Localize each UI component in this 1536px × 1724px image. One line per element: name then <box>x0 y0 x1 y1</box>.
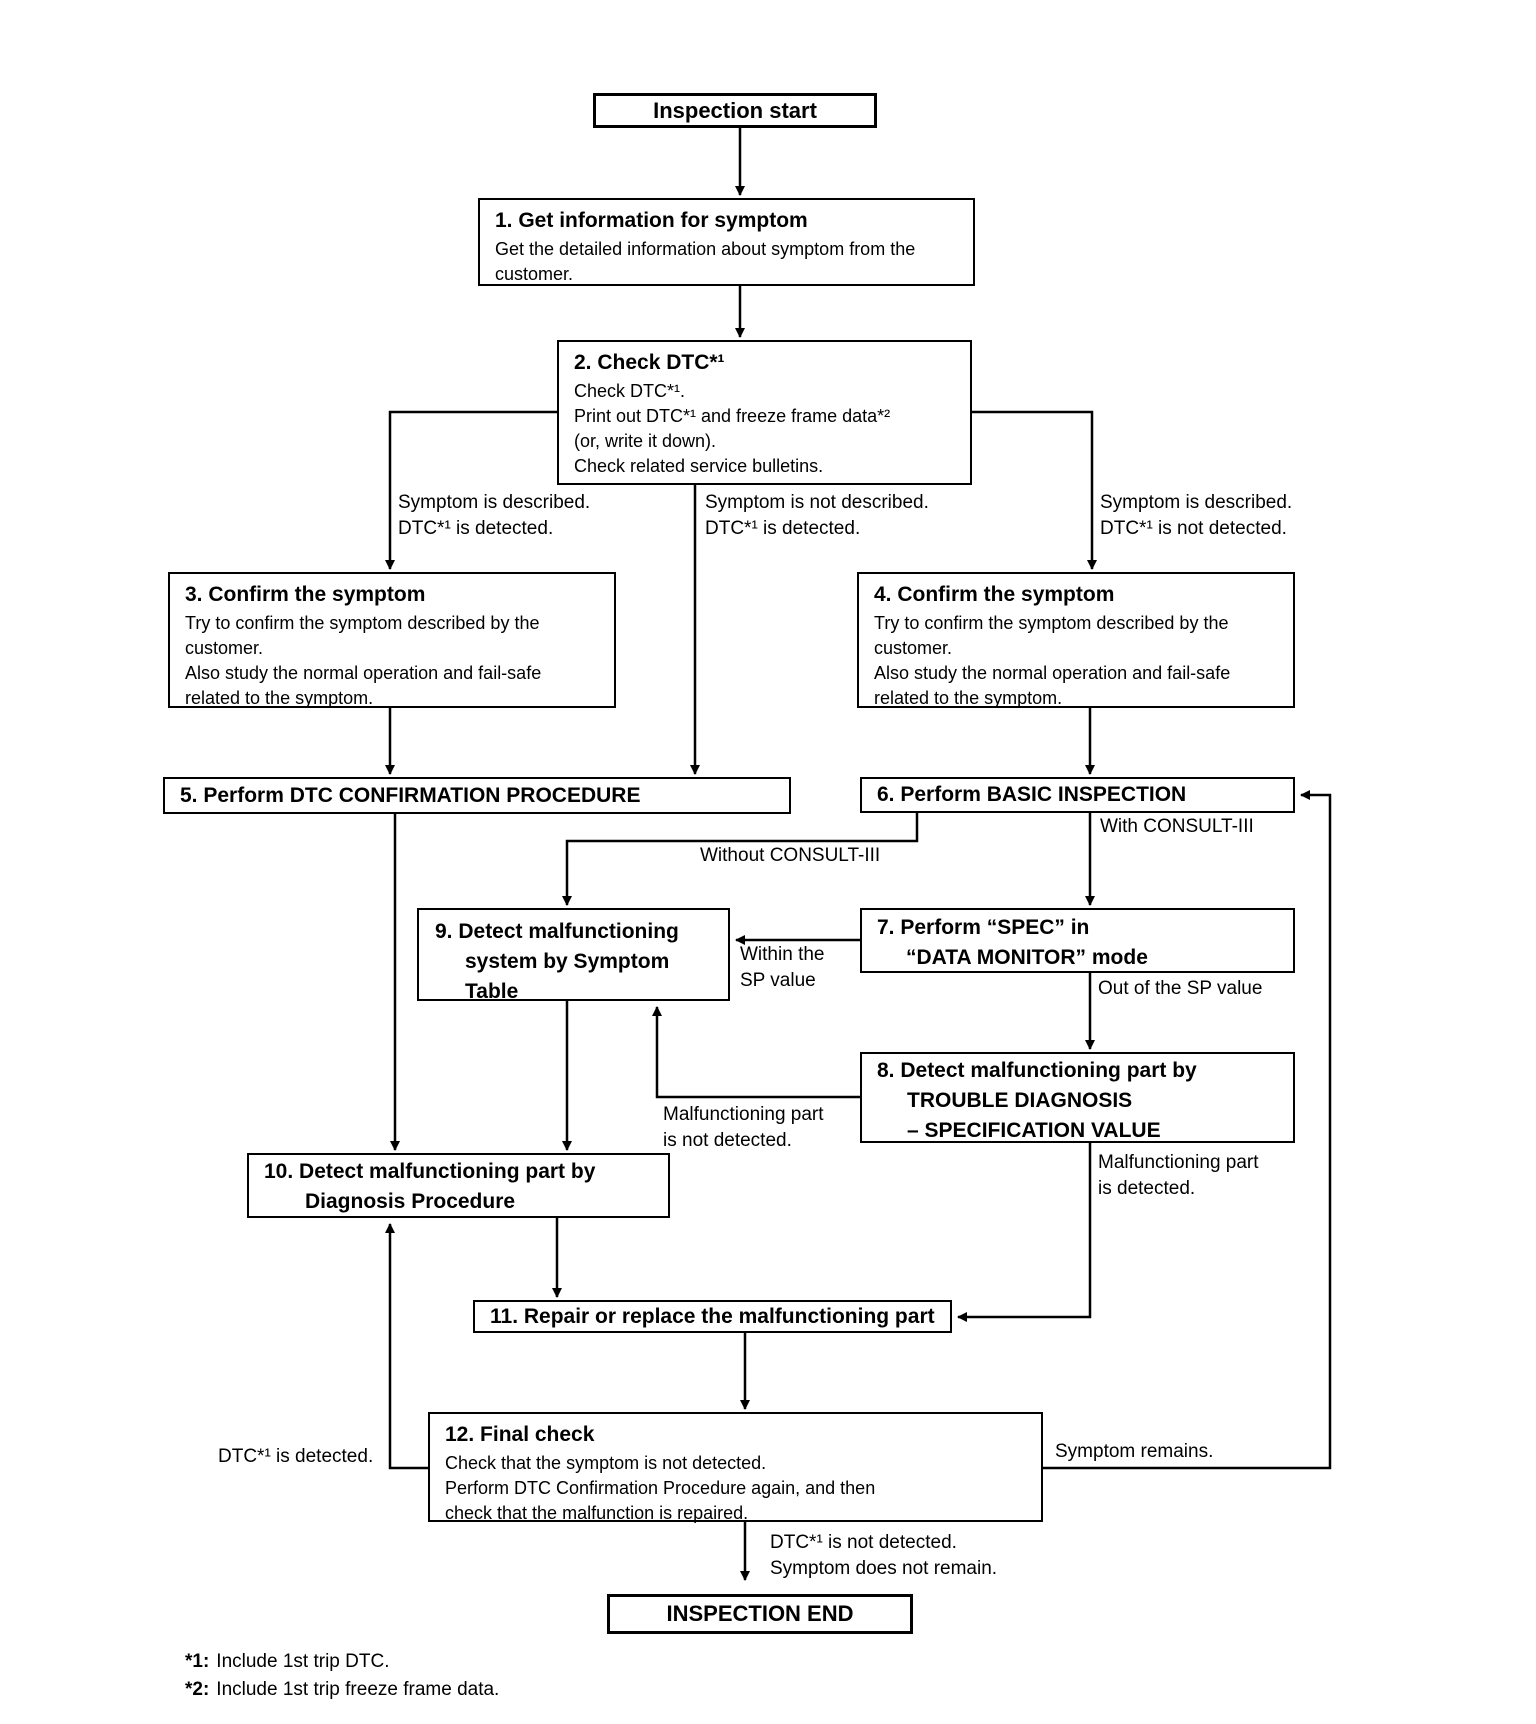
node-title: 1. Get information for symptom <box>495 209 808 232</box>
edge-8-to-9-not-detected <box>652 1006 860 1099</box>
node-body: Try to confirm the symptom described by … <box>185 613 542 708</box>
node-5-dtc-confirmation-procedure: 5. Perform DTC CONFIRMATION PROCEDURE <box>163 777 791 814</box>
node-7-spec-data-monitor: 7. Perform “SPEC” in “DATA MONITOR” mode <box>860 908 1295 973</box>
node-inspection-start: Inspection start <box>593 93 877 128</box>
node-title: 2. Check DTC*¹ <box>574 351 725 374</box>
edge-label-symptom-not-described-dtc-detected: Symptom is not described. DTC*¹ is detec… <box>705 492 929 539</box>
node-title: 4. Confirm the symptom <box>874 583 1115 606</box>
node-inspection-end: INSPECTION END <box>607 1594 913 1634</box>
node-body: Check that the symptom is not detected. … <box>445 1453 876 1523</box>
edge-label-out-of-sp-value: Out of the SP value <box>1098 978 1263 999</box>
node-6-basic-inspection: 6. Perform BASIC INSPECTION <box>860 777 1295 813</box>
footnote-1-marker: *1: <box>185 1651 210 1672</box>
edge-label-symptom-described-dtc-not-detected: Symptom is described. DTC*¹ is not detec… <box>1100 492 1293 539</box>
edge-12-to-6-symptom-remains <box>1043 790 1332 1470</box>
edge-12-to-10-dtc-detected <box>385 1223 428 1470</box>
footnotes: *1: Include 1st trip DTC. *2: Include 1st … <box>185 1648 499 1704</box>
node-title: 7. Perform “SPEC” in “DATA MONITOR” mode <box>877 916 1148 969</box>
node-8-trouble-diagnosis-spec-value: 8. Detect malfunctioning part by TROUBLE… <box>860 1052 1295 1143</box>
node-body: Check DTC*¹. Print out DTC*¹ and freeze … <box>574 381 891 476</box>
edge-label-symptom-remains: Symptom remains. <box>1055 1441 1214 1462</box>
node-title: 12. Final check <box>445 1423 595 1446</box>
node-body: Try to confirm the symptom described by … <box>874 613 1231 708</box>
node-title: 3. Confirm the symptom <box>185 583 426 606</box>
edge-6-to-9-without-consult <box>562 813 919 906</box>
node-title: 11. Repair or replace the malfunctioning… <box>490 1304 935 1328</box>
edge-2-to-4 <box>972 410 1097 570</box>
edge-label-within-sp-value: Within the SP value <box>740 944 825 991</box>
node-title: 9. Detect malfunctioning system by Sympt… <box>435 920 679 1003</box>
node-label: Inspection start <box>653 97 817 123</box>
footnote-2-marker: *2: <box>185 1679 210 1700</box>
edge-label-part-not-detected: Malfunctioning part is not detected. <box>663 1104 824 1151</box>
edge-label-without-consult: Without CONSULT-III <box>700 845 881 866</box>
edge-label-part-detected: Malfunctioning part is detected. <box>1098 1152 1259 1199</box>
node-11-repair-replace: 11. Repair or replace the malfunctioning… <box>473 1300 952 1333</box>
footnote-2: *2: Include 1st trip freeze frame data. <box>185 1676 499 1704</box>
edge-label-dtc-detected: DTC*¹ is detected. <box>218 1446 374 1467</box>
node-body: Get the detailed information about sympt… <box>495 239 916 284</box>
edge-label-with-consult: With CONSULT-III <box>1100 816 1254 837</box>
node-10-diagnosis-procedure: 10. Detect malfunctioning part by Diagno… <box>247 1153 670 1218</box>
node-12-final-check: 12. Final check Check that the symptom i… <box>428 1412 1043 1523</box>
edge-8-to-11-detected <box>957 1143 1092 1322</box>
footnote-1: *1: Include 1st trip DTC. <box>185 1648 499 1676</box>
footnote-2-text: Include 1st trip freeze frame data. <box>216 1679 500 1700</box>
node-title: 8. Detect malfunctioning part by TROUBLE… <box>877 1059 1197 1142</box>
node-title: 5. Perform DTC CONFIRMATION PROCEDURE <box>180 783 641 807</box>
edge-label-symptom-described-dtc-detected: Symptom is described. DTC*¹ is detected. <box>398 492 591 539</box>
node-title: 6. Perform BASIC INSPECTION <box>877 783 1187 806</box>
node-4-confirm-symptom: 4. Confirm the symptom Try to confirm th… <box>857 572 1295 708</box>
footnote-1-text: Include 1st trip DTC. <box>216 1651 390 1672</box>
edge-label-end-condition: DTC*¹ is not detected. Symptom does not … <box>770 1532 998 1579</box>
node-2-check-dtc: 2. Check DTC*¹ Check DTC*¹. Print out DT… <box>557 340 972 485</box>
edge-2-to-3 <box>385 410 557 570</box>
node-1-get-information: 1. Get information for symptom Get the d… <box>478 198 975 286</box>
node-9-symptom-table: 9. Detect malfunctioning system by Sympt… <box>417 908 730 1003</box>
node-title: 10. Detect malfunctioning part by Diagno… <box>264 1160 596 1213</box>
node-3-confirm-symptom: 3. Confirm the symptom Try to confirm th… <box>168 572 616 708</box>
node-label: INSPECTION END <box>666 1601 854 1626</box>
